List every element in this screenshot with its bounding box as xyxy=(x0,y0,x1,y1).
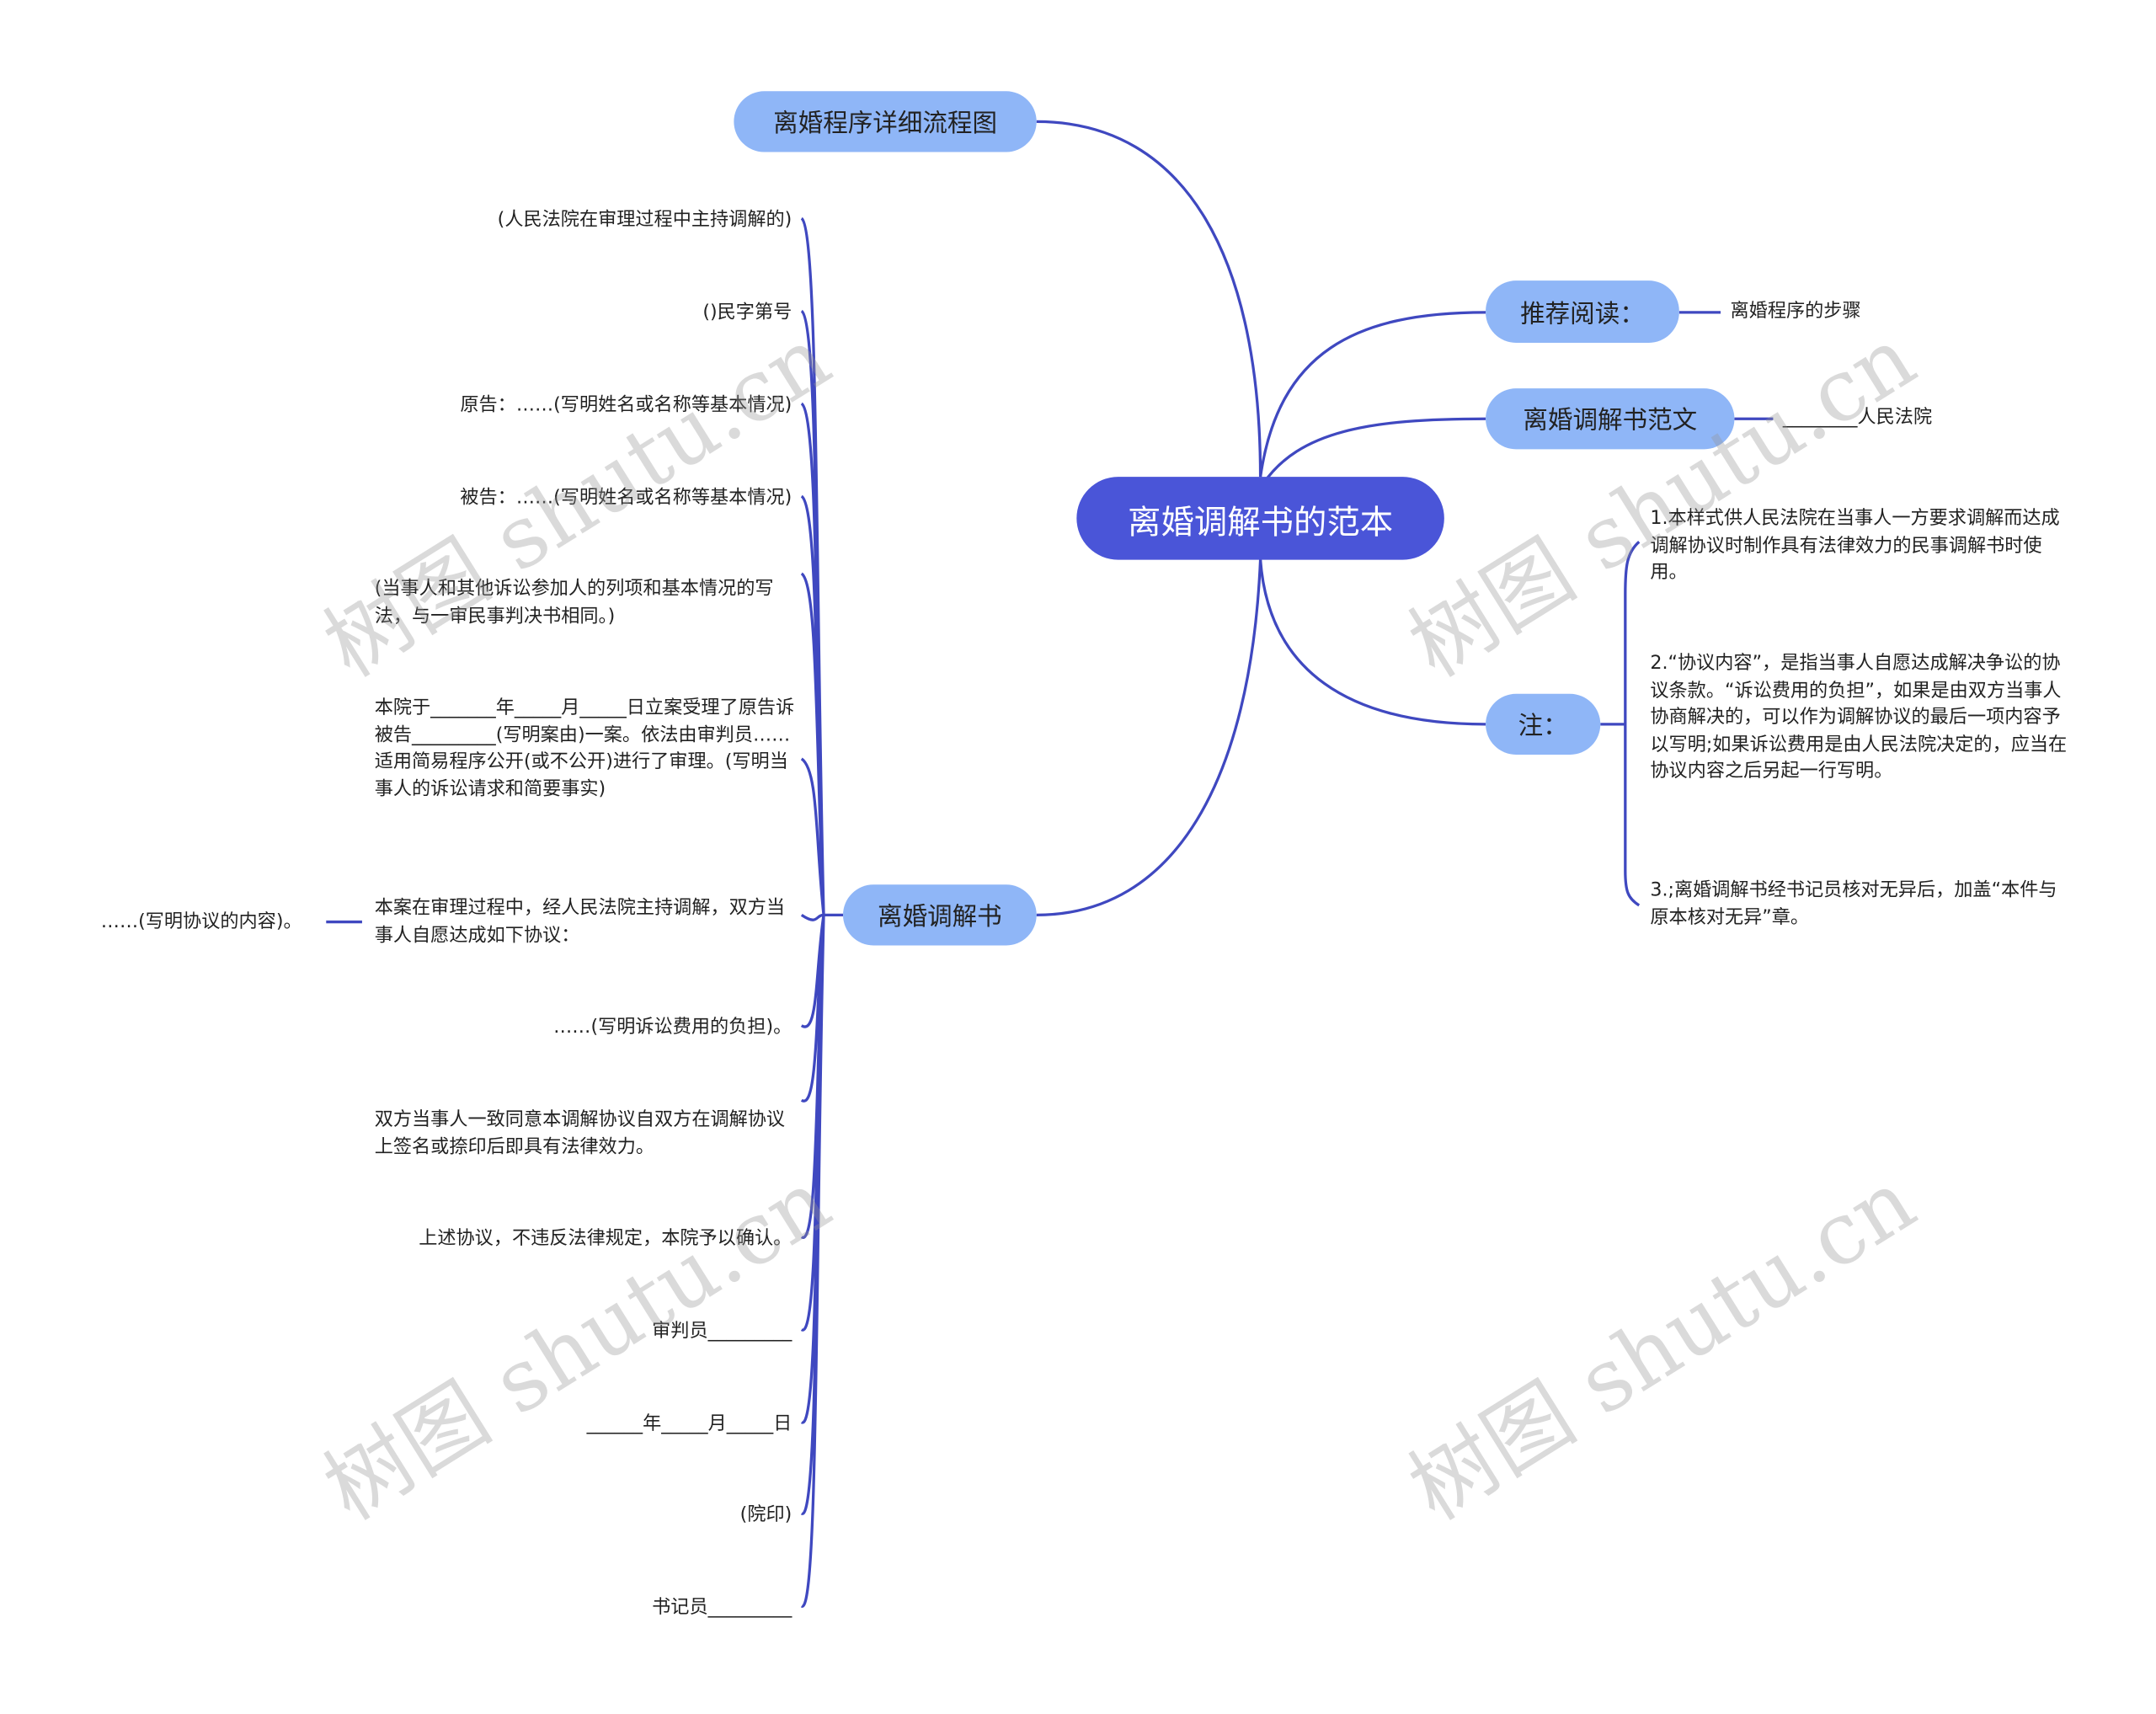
doc-item[interactable]: 双方当事人一致同意本调解协议自双方在调解协议上签名或捺印后即具有法律效力。 xyxy=(374,1108,786,1158)
doc-item[interactable]: 上述协议，不违反法律规定，本院予以确认。 xyxy=(419,1227,792,1250)
doc-item[interactable]: ()民字第号 xyxy=(702,301,792,323)
node-flowchart[interactable]: 离婚程序详细流程图 xyxy=(734,91,1037,152)
leaf-sample[interactable]: ________人民法院 xyxy=(1782,406,1933,429)
edge-root-document xyxy=(1036,559,1262,916)
doc-item[interactable]: 本案在审理过程中，经人民法院主持调解，双方当事人自愿达成如下协议： xyxy=(374,897,786,947)
edge-document-items xyxy=(800,216,844,1608)
doc-item[interactable]: (院印) xyxy=(739,1503,792,1526)
node-notes[interactable]: 注： xyxy=(1486,693,1601,755)
note-item[interactable]: 1.本样式供人民法院在当事人一方要求调解而达成调解协议时制作具有法律效力的民事调… xyxy=(1650,507,2060,584)
root-node[interactable]: 离婚调解书的范本 xyxy=(1076,477,1444,560)
edge-root-flowchart xyxy=(1036,120,1262,478)
doc-item[interactable]: 本院于_______年_____月_____日立案受理了原告诉被告_______… xyxy=(374,697,795,800)
doc-item[interactable]: 被告：……(写明姓名或名称等基本情况) xyxy=(460,486,792,509)
node-document[interactable]: 离婚调解书 xyxy=(843,884,1037,946)
doc-item[interactable]: (人民法院在审理过程中主持调解的) xyxy=(497,208,792,232)
doc-item[interactable]: ______年_____月_____日 xyxy=(586,1412,792,1435)
doc-item[interactable]: (当事人和其他诉讼参加人的列项和基本情况的写法，与一审民事判决书相同。) xyxy=(374,577,774,627)
node-sample[interactable]: 离婚调解书范文 xyxy=(1486,388,1735,450)
edge-root-notes xyxy=(1258,559,1486,726)
edge-notes-bracket xyxy=(1600,541,1641,907)
leaf-reading[interactable]: 离婚程序的步骤 xyxy=(1730,300,1861,323)
note-item[interactable]: 2.“协议内容”，是指当事人自愿达成解决争讼的协议条款。“诉讼费用的负担”，如果… xyxy=(1650,652,2068,782)
node-reading[interactable]: 推荐阅读： xyxy=(1486,280,1679,343)
doc-item[interactable]: 审判员_________ xyxy=(652,1320,792,1343)
doc-item[interactable]: 原告：……(写明姓名或名称等基本情况) xyxy=(460,393,792,416)
doc-item[interactable]: ……(写明诉讼费用的负担)。 xyxy=(553,1016,792,1039)
doc-sub-item[interactable]: ……(写明协议的内容)。 xyxy=(100,910,302,933)
doc-item[interactable]: 书记员_________ xyxy=(652,1596,792,1619)
note-item[interactable]: 3.;离婚调解书经书记员核对无异后，加盖“本件与原本核对无异”章。 xyxy=(1650,878,2057,928)
edge-root-reading xyxy=(1258,311,1486,478)
edge-root-sample xyxy=(1262,417,1486,485)
